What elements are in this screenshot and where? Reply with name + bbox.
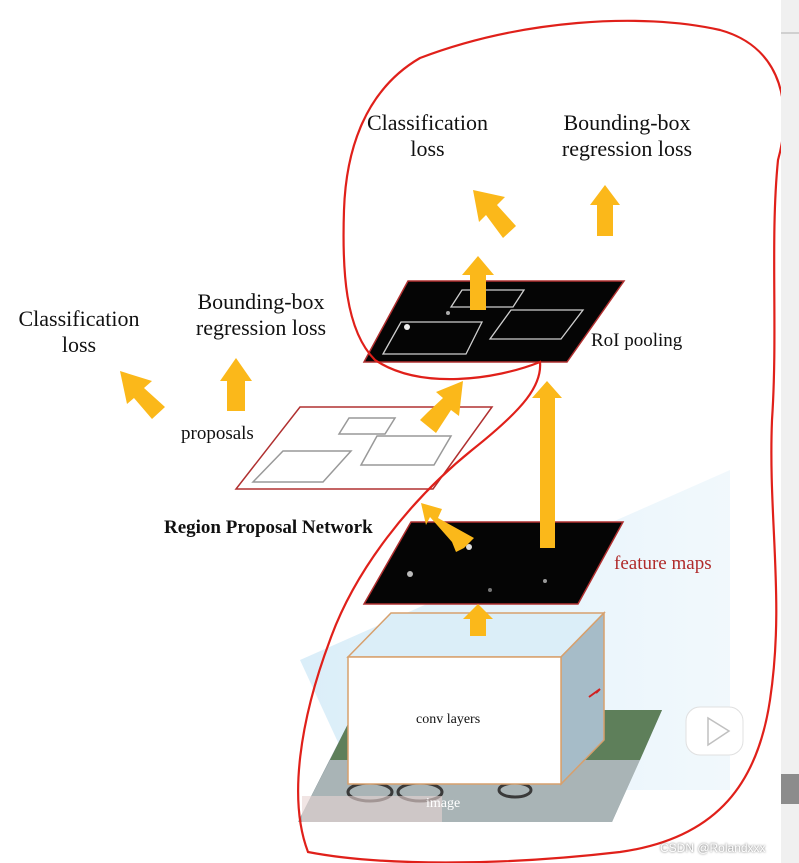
arrows (120, 185, 620, 636)
roi-pooling-plane (362, 280, 626, 363)
red-annotation-outline (297, 19, 786, 863)
roi-pooling-label: RoI pooling (591, 330, 683, 351)
right-edge-scroll-mark[interactable] (781, 774, 799, 804)
watermark: CSDN @Rolandxxx (660, 841, 766, 855)
play-icon (707, 716, 731, 747)
conv-layers-box (346, 611, 606, 786)
feature-maps-label: feature maps (614, 553, 712, 574)
rpn-label: Region Proposal Network (164, 517, 373, 538)
proposals-plane (234, 406, 494, 490)
arrow-proposals-to-roi (420, 381, 463, 433)
right-edge-line (781, 32, 799, 34)
arrow-feature-to-roi (532, 381, 562, 548)
arrow-top-cls (473, 190, 516, 238)
image-label: image (426, 796, 461, 811)
arrow-image-to-conv (463, 604, 493, 636)
proposals-label: proposals (181, 423, 254, 444)
arrow-roi-up (462, 256, 494, 310)
arrow-feature-to-rpn (421, 503, 474, 552)
arrow-left-bbox (220, 358, 252, 411)
arrow-top-bbox (590, 185, 620, 236)
conv-layers-label: conv layers (416, 712, 481, 727)
play-button[interactable] (685, 706, 744, 756)
feature-maps-plane (362, 521, 625, 605)
right-edge-strip (781, 0, 799, 863)
arrow-left-cls (120, 371, 165, 419)
